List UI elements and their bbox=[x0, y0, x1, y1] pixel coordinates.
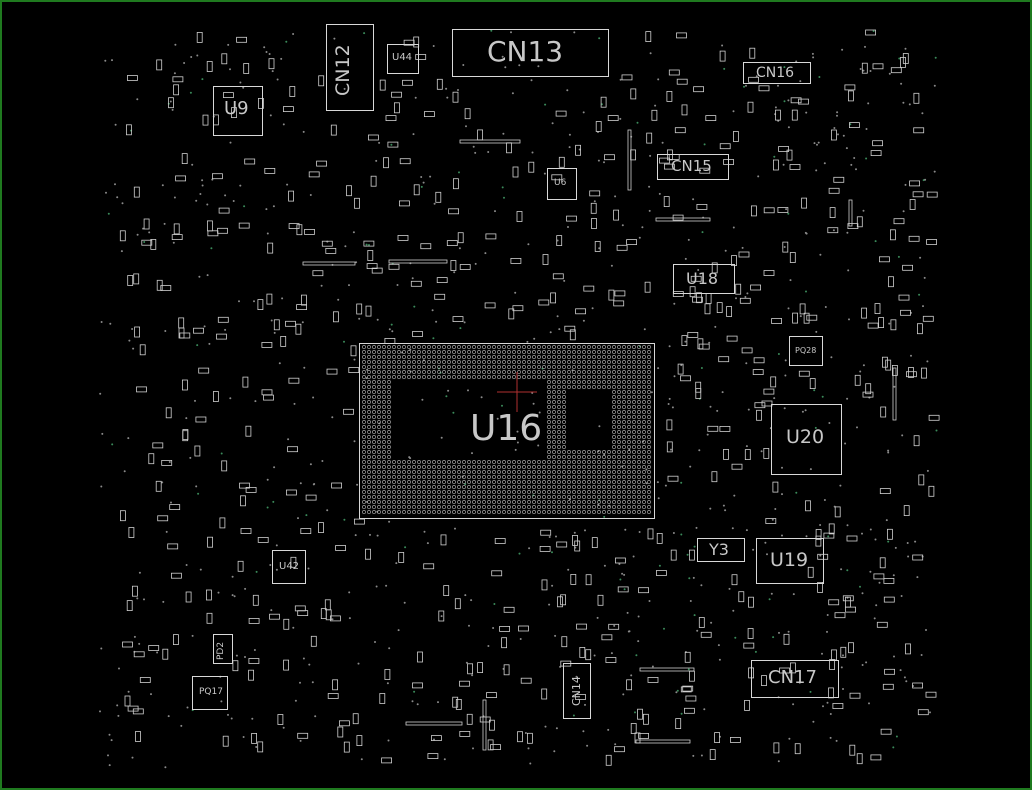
u9-outline[interactable] bbox=[213, 86, 263, 136]
u20-outline[interactable] bbox=[771, 404, 842, 475]
u6-outline[interactable] bbox=[547, 168, 577, 200]
u44-outline[interactable] bbox=[387, 44, 419, 74]
cn17-outline[interactable] bbox=[751, 660, 839, 698]
pd2-outline[interactable] bbox=[213, 634, 233, 664]
cn13-outline[interactable] bbox=[452, 29, 609, 77]
pq28-outline[interactable] bbox=[789, 336, 823, 366]
pq17-outline[interactable] bbox=[192, 676, 228, 710]
cn12-outline[interactable] bbox=[326, 24, 374, 111]
cn14-outline[interactable] bbox=[563, 663, 591, 719]
pad-dot-field bbox=[99, 29, 938, 769]
u18-outline[interactable] bbox=[673, 264, 735, 294]
u19-outline[interactable] bbox=[756, 538, 824, 584]
small-component-footprints bbox=[119, 29, 940, 766]
u42-outline[interactable] bbox=[272, 550, 306, 584]
u16-outline[interactable] bbox=[359, 343, 655, 519]
u16-bga-ball-grid bbox=[362, 345, 651, 514]
y3-outline[interactable] bbox=[697, 538, 745, 562]
cn15-outline[interactable] bbox=[657, 154, 729, 180]
cn16-outline[interactable] bbox=[743, 62, 811, 84]
